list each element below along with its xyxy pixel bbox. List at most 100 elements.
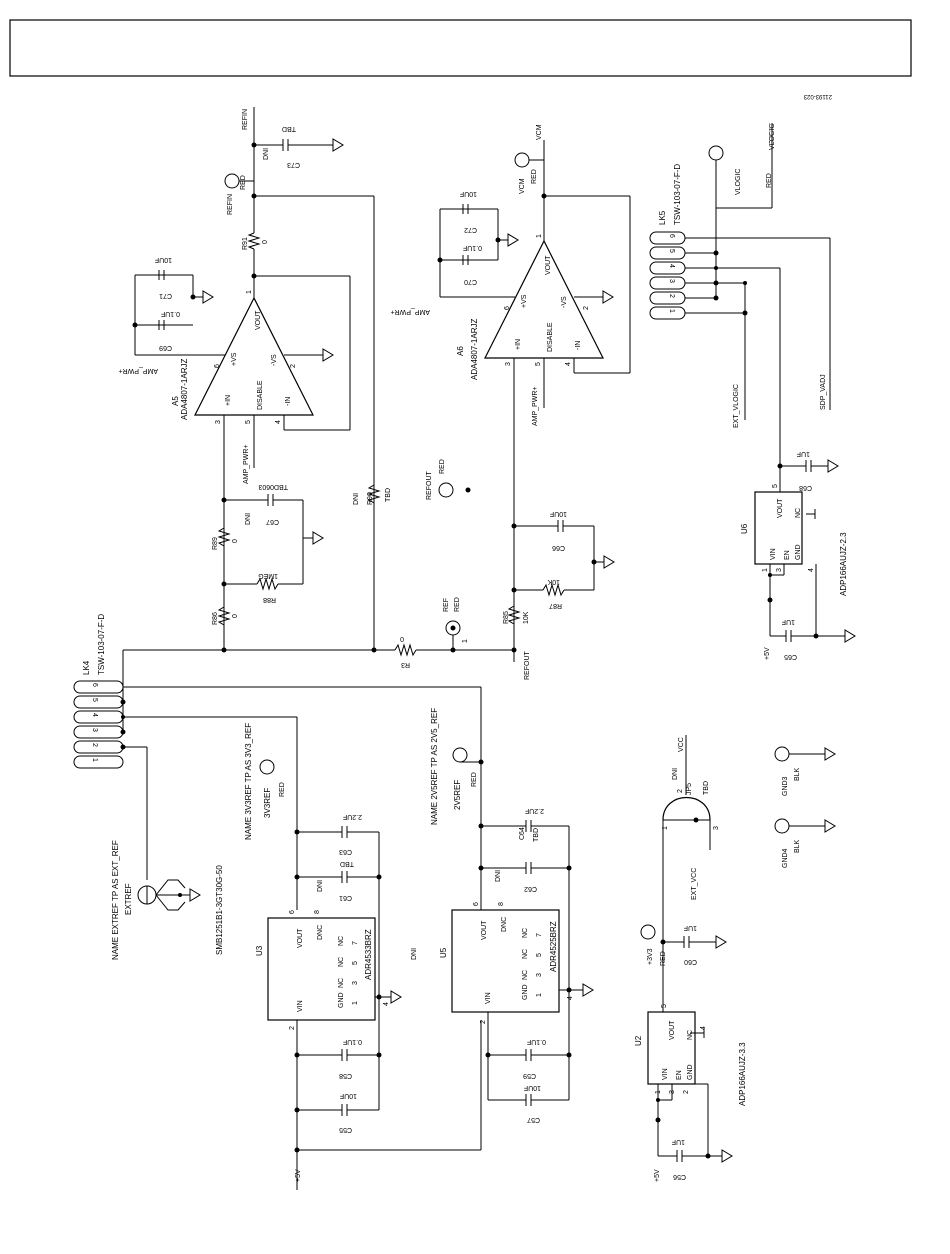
- r3-ref: R3: [401, 661, 410, 668]
- lk5-pinnum-2: 2: [668, 294, 675, 298]
- lk5-u6-section: 6 5 4 3 2 1: [649, 123, 856, 660]
- vlogic-tp-red: RED: [766, 173, 773, 188]
- u2-pin-vout: VOUT: [669, 1020, 676, 1040]
- lk5-pin-3: [649, 276, 686, 290]
- u5-pin-dnc: DNC: [501, 917, 508, 932]
- jp5-value: TBD: [703, 781, 710, 795]
- c56-ref: C56: [673, 1173, 686, 1180]
- lk4-pinnum-1: 1: [91, 758, 98, 762]
- r86-value: 0: [232, 614, 239, 618]
- lk4-pin-1: [73, 755, 124, 769]
- lk4-pinnum-2: 2: [91, 743, 98, 747]
- u3-dni: DNI: [411, 948, 418, 960]
- lk5-pin-4: [649, 261, 686, 275]
- c66-ref: C66: [552, 544, 565, 551]
- u6-pinnum-1: 1: [762, 568, 769, 572]
- vcm-tp-label: VCM: [519, 178, 526, 194]
- jp5-ref: JP5: [686, 783, 693, 795]
- u3-pin-nc2: NC: [338, 957, 345, 967]
- c69-ref: C69: [159, 344, 172, 351]
- r88-value: 1MEG: [258, 572, 278, 579]
- lk5-pinnum-1: 1: [668, 309, 675, 313]
- r91-value: 0: [262, 240, 269, 244]
- c60-ref: C60: [684, 958, 697, 965]
- lk5-pin-5: [649, 246, 686, 260]
- a6-pin-vout: VOUT: [545, 255, 552, 275]
- u3-pin-vout: VOUT: [297, 928, 304, 948]
- ref-tp-pin: 1: [462, 639, 469, 643]
- c70-value: 0.1UF: [463, 244, 482, 251]
- u6-pin-nc: NC: [795, 508, 802, 518]
- c70-ref: C70: [464, 278, 477, 285]
- u3-pinnum-1: 1: [352, 1001, 359, 1005]
- c72-ref: C72: [464, 226, 477, 233]
- a6-pinnum-6: 6: [504, 306, 511, 310]
- a6-ref: A6: [456, 346, 465, 356]
- v2v5ref-red: RED: [471, 772, 478, 787]
- u5-pinnum-7: 7: [536, 933, 543, 937]
- a5-pinnum-1: 1: [246, 290, 253, 294]
- u3-3v3ref-section: NAME 3V3REF TP AS 3V3_REF 3V3REF RED 2.2…: [244, 723, 482, 1190]
- a5-part: ADA4807-1ARJZ: [180, 359, 189, 420]
- title-block: [9, 19, 912, 77]
- a6-opamp-symbol: [484, 239, 604, 359]
- u5-pinnum-4: 4: [567, 996, 574, 1000]
- u2-pin-en: EN: [676, 1070, 683, 1080]
- u2-part: ADP166AUJZ-3.3: [738, 1042, 747, 1106]
- p3v3-label: +3V3: [647, 948, 654, 965]
- c60-value: 1UF: [684, 924, 697, 931]
- a5-pin-pin: +IN: [225, 395, 232, 406]
- c73-ref: C73: [287, 161, 300, 168]
- c62-value: TBD: [533, 828, 540, 842]
- v3v3ref-name-note: NAME 3V3REF TP AS 3V3_REF: [244, 723, 253, 840]
- u5-pinnum-5: 5: [536, 953, 543, 957]
- amp-pwr-label-a5-disable: AMP_PWR+: [243, 445, 250, 484]
- u5-pinnum-6: 6: [473, 902, 480, 906]
- a6-pinnum-4: 4: [565, 362, 572, 366]
- gnd4-blk: BLK: [794, 839, 801, 853]
- r3-value: 0: [400, 635, 404, 642]
- c59-value: 0.1UF: [527, 1038, 546, 1045]
- c65-ref: C65: [784, 653, 797, 660]
- r90-value: TBD: [385, 488, 392, 502]
- a6-part: ADA4807-1ARJZ: [470, 319, 479, 380]
- a5-pinnum-3: 3: [215, 420, 222, 424]
- lk5-pinnum-6: 6: [668, 234, 675, 238]
- a6-pin-disable: DISABLE: [547, 322, 554, 352]
- ext-vcc-label: EXT_VCC: [691, 868, 698, 900]
- u6-pinnum-4: 4: [808, 568, 815, 572]
- a6-pin-nin: -IN: [575, 341, 582, 350]
- c71-value: 10UF: [155, 256, 172, 263]
- u5-ref: U5: [439, 947, 448, 958]
- r87-value: 10K: [547, 578, 560, 585]
- c58-value: 0.1UF: [343, 1038, 362, 1045]
- u3-pin-gnd: GND: [338, 992, 345, 1008]
- u3-pinnum-2: 2: [289, 1026, 296, 1030]
- vcm-tp-red: RED: [531, 169, 538, 184]
- u2-ref: U2: [634, 1035, 643, 1046]
- u3-ic: [267, 917, 376, 1021]
- gnd4-label: GND4: [782, 848, 789, 868]
- p3v3-red: RED: [660, 951, 667, 966]
- u6-ref: U6: [740, 523, 749, 534]
- a6-pinnum-1: 1: [536, 234, 543, 238]
- r86-ref: R86: [212, 612, 219, 625]
- c69-value: 0.1UF: [161, 310, 180, 317]
- u3-pinnum-5: 5: [352, 961, 359, 965]
- v3v3ref-label: 3V3REF: [263, 788, 272, 818]
- c72-value: 10UF: [460, 190, 477, 197]
- refin-tp-label: REFIN: [227, 194, 234, 215]
- a5-ref: A5: [171, 396, 180, 406]
- extref-label: EXTREF: [124, 883, 133, 915]
- c63-ref: C63: [339, 848, 352, 855]
- u6-pin-vin: VIN: [770, 548, 777, 560]
- c73-value: TBD: [282, 125, 296, 132]
- u5-pin-nc2: NC: [522, 949, 529, 959]
- u2-pinnum-5: 5: [661, 1004, 668, 1008]
- u2-pinnum-2: 2: [683, 1090, 690, 1094]
- u3-pinnum-4: 4: [383, 1002, 390, 1006]
- a5-pinnum-6: 6: [214, 364, 221, 368]
- u6-ic: [754, 491, 803, 565]
- sdp-vadj-label: SDP_VADJ: [820, 374, 827, 410]
